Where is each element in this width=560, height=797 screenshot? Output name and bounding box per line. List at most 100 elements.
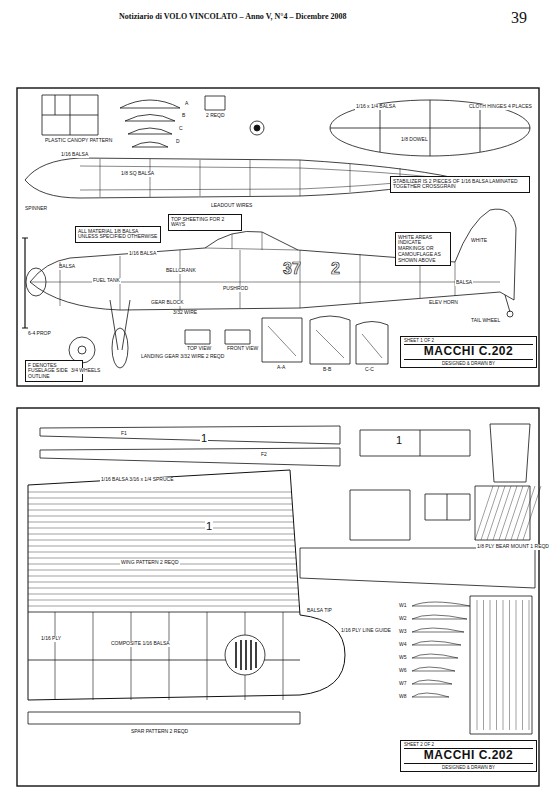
plank-line — [509, 600, 510, 730]
hatch-line — [28, 504, 292, 505]
hatch-line — [28, 516, 293, 517]
sheet-pieces — [360, 430, 470, 456]
hatch-line — [28, 576, 297, 577]
plank-line — [529, 600, 530, 730]
title-text: MACCHI C.202 — [404, 344, 533, 360]
running-head: Notiziario di VOLO VINCOLATO – Anno V, N… — [118, 13, 348, 22]
rib-number: W3 — [398, 629, 408, 635]
roundel — [225, 635, 265, 675]
part-label: CLOTH HINGES 4 PLACES — [468, 104, 533, 110]
rib-profile — [412, 654, 458, 658]
section-label: B-B — [322, 367, 332, 373]
part-label: 3/4 WHEELS — [70, 368, 101, 374]
former-letter: C — [178, 126, 184, 132]
fuselage-side-view — [30, 209, 516, 310]
section-grain — [268, 326, 382, 358]
former-letter: A — [184, 101, 189, 107]
part-label: 1/16 PLY LINE GUIDE — [340, 628, 392, 634]
nose-ring-hub — [254, 125, 260, 131]
note-box: TOP SHEETING FOR 2 WAYS — [168, 214, 242, 231]
title-note: SHEET 1 OF 2 — [404, 338, 533, 343]
rib-profile — [412, 628, 464, 632]
hatch-line — [28, 540, 295, 541]
former-letter: D — [175, 139, 181, 145]
title-note: DESIGNED & DRAWN BY — [404, 765, 533, 770]
material: 1/16 x 1/4 BALSA — [355, 104, 396, 110]
rib-line — [93, 612, 94, 700]
hatch-line — [28, 546, 295, 547]
panel-border — [17, 88, 539, 386]
part-label: 1/8 PLY BEAR MOUNT 1 REQD — [476, 544, 550, 550]
hatch-line — [493, 486, 511, 540]
note-text: WHITE AREAS INDICATE MARKINGS OR CAMOUFL… — [398, 235, 448, 264]
tapered-strip — [40, 448, 340, 466]
hatch-line — [28, 588, 298, 589]
hatch-line — [475, 486, 493, 540]
note-text: TOP SHEETING FOR 2 WAYS — [171, 217, 239, 229]
tail-wheel — [507, 311, 513, 317]
cross-sections — [262, 316, 388, 364]
spinner — [26, 268, 46, 296]
hatch-line — [28, 492, 292, 493]
part-label: BALSA TIP — [306, 608, 333, 614]
rib-number: W5 — [398, 655, 408, 661]
rib-line — [169, 612, 170, 700]
wing-outline — [28, 470, 345, 700]
panel-border — [17, 408, 539, 786]
rib-line — [283, 612, 284, 700]
plank-line — [503, 600, 504, 730]
rib-line — [207, 612, 208, 700]
wheel-front-view — [112, 328, 128, 368]
hatch-line — [28, 570, 297, 571]
tail-wheel-leg — [505, 295, 510, 312]
note-box: ALL MATERIAL 1/8 BALSA UNLESS SPECIFIED … — [75, 226, 161, 243]
material: COMPOSITE 1/16 BALSA — [110, 641, 171, 647]
quantity: 2 REQD — [205, 113, 226, 119]
hatch-line — [517, 486, 535, 540]
part-label: LANDING GEAR 3/32 WIRE 2 REQD — [140, 354, 225, 360]
note-text: STABILIZER IS 2 PIECES OF 1/16 BALSA LAM… — [393, 179, 527, 191]
rib-profile — [412, 667, 455, 671]
view-label: FRONT VIEW — [226, 346, 259, 352]
part-label: PLASTIC CANOPY PATTERN — [44, 138, 113, 144]
hatch-line — [28, 510, 293, 511]
part-number: 1 — [395, 434, 403, 446]
page-number: 39 — [510, 9, 528, 27]
rib-number: W6 — [398, 668, 408, 674]
rib-profile — [412, 602, 470, 606]
material: 1/16 PLY — [40, 636, 62, 642]
hatch-line — [28, 552, 296, 553]
material: 3/32 WIRE — [172, 310, 198, 316]
part-label: SPAR PATTERN 2 REQD — [130, 729, 189, 735]
hatch-line — [499, 486, 517, 540]
tapered-strip — [40, 426, 340, 444]
material: 1/16 BALSA 3/16 x 1/4 SPRUCE — [100, 477, 175, 483]
part-label: SPINNER — [24, 206, 48, 212]
part-number: F2 — [260, 452, 268, 458]
material: 1/8 DOWEL — [400, 137, 429, 143]
section-label: C-C — [364, 367, 375, 373]
marking-number: 2 — [330, 260, 341, 278]
propeller — [22, 238, 28, 328]
rib-profile — [412, 680, 452, 684]
part-number: F1 — [120, 431, 128, 437]
plank-line — [477, 600, 478, 730]
plank-line — [483, 600, 484, 730]
rib-number: W1 — [398, 603, 408, 609]
wing-sheeting — [28, 492, 299, 606]
hatch-line — [511, 486, 529, 540]
title-note: DESIGNED & DRAWN BY — [404, 361, 533, 366]
former-set — [120, 100, 180, 147]
canopy-pattern — [42, 95, 98, 135]
material: 1/16 BALSA — [128, 251, 157, 257]
hatch-line — [28, 606, 299, 607]
spar-pattern — [28, 712, 300, 724]
part-label: PUSHROD — [222, 286, 249, 292]
plank-line — [496, 600, 497, 730]
part-label: WING PATTERN 2 REQD — [120, 560, 180, 566]
rib-stack — [412, 602, 470, 697]
view-label: TOP VIEW — [186, 346, 212, 352]
plank-lines — [477, 600, 529, 730]
rib-profile — [412, 615, 467, 619]
hatch-line — [505, 486, 523, 540]
